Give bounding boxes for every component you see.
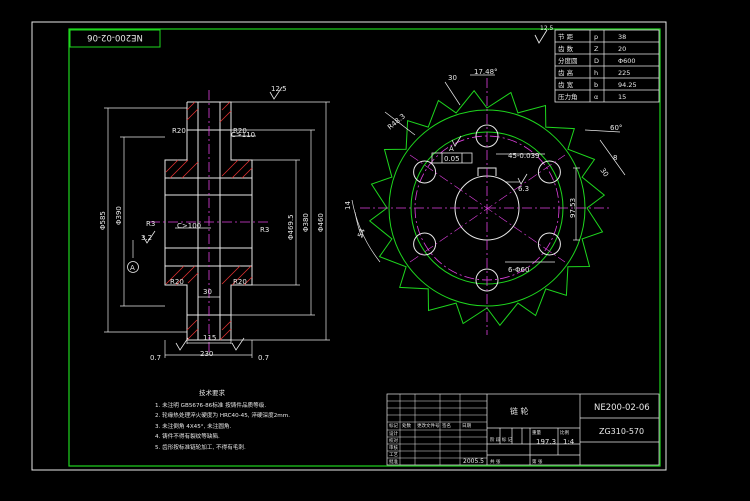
inner-border (68, 28, 661, 467)
tb-label-4: 日期 (462, 423, 471, 429)
dim-d390: Φ390 (115, 206, 123, 225)
notes-heading: 技术要求 (199, 388, 226, 397)
dim-30-right: 30 (598, 167, 610, 179)
datum-a-left: A (130, 264, 135, 272)
bolt-hole (537, 232, 561, 256)
drawing-code-top: NE200-02-06 (87, 32, 143, 42)
dim-w115: 115 (203, 334, 216, 342)
tb-code: NE200-02-06 (594, 403, 650, 413)
param-symbol: Z (594, 45, 599, 53)
title-block (386, 393, 660, 466)
rough-face: 3.2 (141, 234, 152, 242)
note-3: 3. 未注倒角 4X45°, 未注圆角. (155, 422, 232, 430)
tb-label-10: 阶 段 标 记 (490, 436, 513, 443)
tb-label-8: 工艺 (389, 452, 398, 458)
dim-r8: 8 (613, 154, 617, 162)
dim-key: 45-0.039 (508, 152, 539, 160)
param-label: 压力角 (558, 92, 578, 101)
note-5: 5. 齿形按标准链轮加工, 不得有毛刺. (155, 443, 246, 451)
tb-label-14: 第 张 (532, 458, 543, 465)
dim-97: 97.53 (569, 198, 577, 218)
dim-60deg: 60° (610, 124, 622, 132)
param-value: 20 (618, 45, 626, 53)
chamfer-left: 0.7 (150, 354, 161, 362)
tb-label-9: 批准 (389, 458, 398, 465)
tb-label-3: 签名 (442, 422, 451, 429)
outer-border (31, 21, 667, 471)
tb-scale: 1:4 (563, 438, 575, 446)
tb-label-12: 比例 (560, 429, 569, 436)
dim-d460: Φ460 (317, 213, 325, 232)
param-label: 分度圆 (558, 56, 578, 65)
dim-c100: C>100 (177, 222, 201, 230)
tb-label-0: 标记 (389, 422, 398, 429)
tb-label-5: 设计 (389, 430, 398, 437)
tb-label-6: 校对 (389, 437, 398, 444)
technical-notes: 技术要求 1. 未注明 GB5676-86标准 按铸件品质等级. 2. 轮缘热处… (155, 388, 290, 451)
dim-angle: 17.48° (474, 68, 498, 76)
dim-w230: 230 (200, 350, 213, 358)
dim-30-top: 30 (448, 74, 457, 82)
dim-r20-tr: R20 (233, 127, 247, 135)
param-value: 225 (618, 69, 630, 77)
dim-r3-l: R3 (146, 220, 155, 228)
dim-d380: Φ380 (302, 213, 310, 232)
section-view: R20 R20 R20 R20 C>110 C>100 R3 R3 30 115… (99, 85, 330, 362)
param-symbol: b (594, 81, 598, 89)
bolt-hole (537, 160, 561, 184)
param-value: 38 (618, 33, 626, 41)
note-4: 4. 铸件不得有裂纹等缺陷. (155, 432, 220, 440)
rough-bore: 6.3 (518, 185, 529, 193)
dim-14: 14 (344, 201, 352, 210)
dim-r20-bl: R20 (170, 278, 184, 286)
tb-label-1: 处数 (402, 422, 411, 429)
tb-material: ZG310-570 (599, 427, 644, 436)
param-value: 94.25 (618, 81, 637, 89)
dim-d585: Φ585 (99, 211, 107, 230)
tb-label-11: 重量 (532, 429, 541, 436)
param-value: 15 (618, 93, 626, 101)
rough-general: 12.5 (271, 85, 287, 93)
param-label: 齿 宽 (558, 80, 574, 89)
param-value: Φ600 (618, 57, 636, 65)
dim-w30: 30 (203, 288, 212, 296)
dim-54: 54 (356, 227, 367, 239)
dim-c110: C>110 (231, 131, 255, 139)
dim-tol: 0.05 (444, 155, 460, 163)
tb-mass: 197.3 (536, 438, 556, 446)
bolt-hole (413, 160, 437, 184)
tb-label-13: 共 张 (490, 458, 501, 465)
param-label: 齿 数 (558, 44, 574, 53)
chamfer-right: 0.7 (258, 354, 269, 362)
sprocket-view: 17.48° 0.05 45-0.039 6.3 6-Φ60 60° 30 8 … (344, 25, 626, 335)
rough-top: 12.5 (540, 25, 554, 32)
dim-r3-r: R3 (260, 226, 269, 234)
code-box-top (69, 29, 161, 48)
param-symbol: D (594, 57, 599, 65)
param-symbol: p (594, 33, 598, 41)
param-symbol: h (594, 69, 598, 77)
tolerance-frame (431, 152, 473, 164)
datum-a-right: A (449, 145, 454, 153)
param-label: 节 距 (558, 33, 574, 41)
tb-title: 链 轮 (510, 406, 529, 416)
tb-label-7: 审核 (389, 444, 398, 451)
note-1: 1. 未注明 GB5676-86标准 按铸件品质等级. (155, 401, 266, 409)
dim-d469: Φ469.5 (287, 214, 295, 240)
dim-r20-br: R20 (233, 278, 247, 286)
tb-label-2: 更改文件号 (417, 422, 440, 429)
param-symbol: α (594, 93, 598, 101)
tb-date: 2005.5 (463, 458, 484, 465)
param-label: 齿 高 (558, 68, 574, 77)
parameter-table: 节 距 p 38 齿 数 Z 20 分度圆 D Φ600 齿 高 h 225 齿 宽 b 94.25 压力角 α… (554, 29, 660, 103)
dim-r20-tl: R20 (172, 127, 186, 135)
note-2: 2. 轮缘热处理淬火硬度为 HRC40-45, 淬硬深度2mm. (155, 411, 290, 419)
dim-holes: 6-Φ60 (508, 266, 529, 274)
